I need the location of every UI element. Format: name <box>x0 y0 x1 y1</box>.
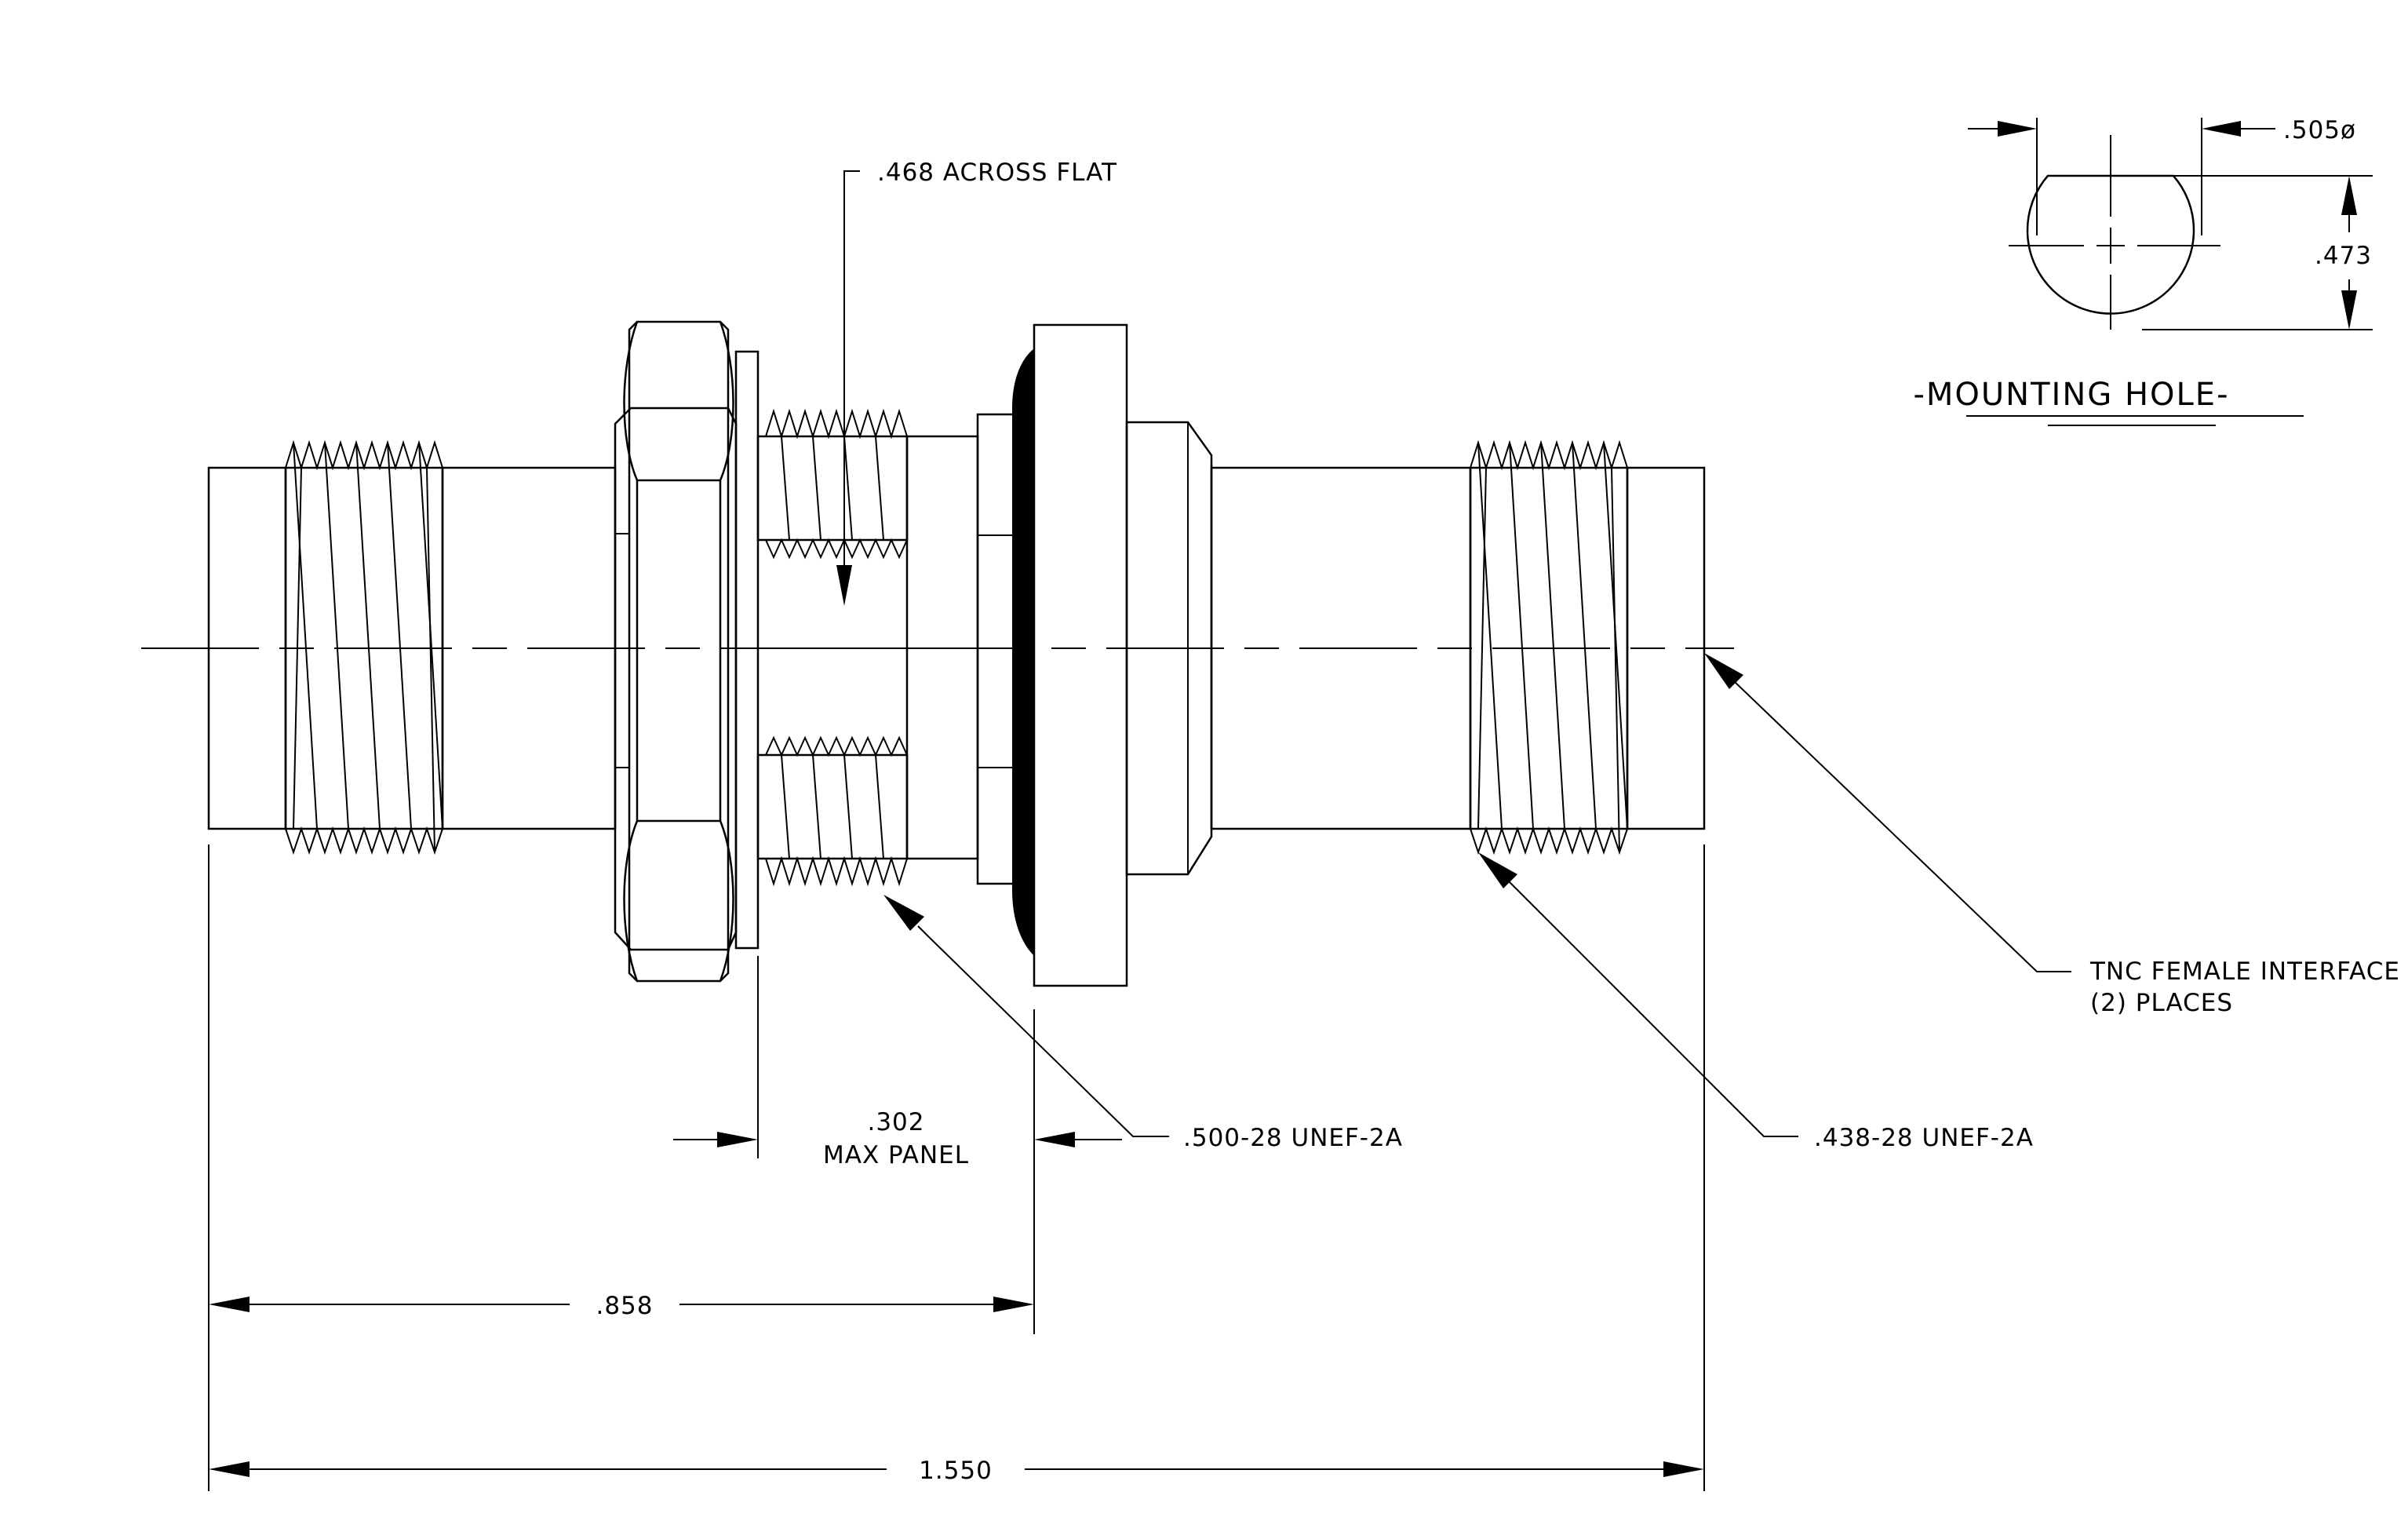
panel-dimension: .302 MAX PANEL <box>673 956 1122 1334</box>
hole-diameter-label: .505ø <box>2283 116 2356 144</box>
left-thread-teeth-bottom <box>285 826 443 855</box>
mounting-hole-title: -MOUNTING HOLE- <box>1913 377 2229 413</box>
interface-callout: TNC FEMALE INTERFACE (2) PLACES <box>1704 653 2400 1017</box>
left-thread-teeth-top <box>285 440 443 471</box>
hole-flat-label: .473 <box>2315 242 2372 270</box>
dim-858: .858 <box>208 844 1034 1491</box>
interface-thread-callout: .438-28 UNEF-2A <box>1478 852 2034 1152</box>
interface-label-line1: TNC FEMALE INTERFACE <box>2089 957 2400 986</box>
panel-dim-label: MAX PANEL <box>823 1141 969 1169</box>
panel-thread-callout: .500-28 UNEF-2A <box>883 895 1403 1152</box>
panel-thread-label: .500-28 UNEF-2A <box>1183 1124 1403 1152</box>
left-thread-helix <box>293 442 443 853</box>
across-flat-callout: .468 ACROSS FLAT <box>836 159 1117 606</box>
dim-1550: 1.550 <box>209 844 1705 1491</box>
dim-858-label: .858 <box>596 1292 653 1320</box>
interface-label-line2: (2) PLACES <box>2090 989 2233 1017</box>
dim-1550-label: 1.550 <box>919 1457 993 1485</box>
panel-thread <box>756 408 979 887</box>
hex-nut <box>614 320 760 983</box>
mounting-hole-detail: .505ø .473 -MOUNTING HOLE- <box>1913 116 2373 426</box>
right-interface <box>1210 440 1706 855</box>
across-flat-label: .468 ACROSS FLAT <box>877 159 1117 187</box>
o-ring <box>1012 348 1034 956</box>
panel-dim-value: .302 <box>867 1108 924 1136</box>
interface-thread-label: .438-28 UNEF-2A <box>1814 1124 2034 1152</box>
flange <box>976 323 1213 987</box>
